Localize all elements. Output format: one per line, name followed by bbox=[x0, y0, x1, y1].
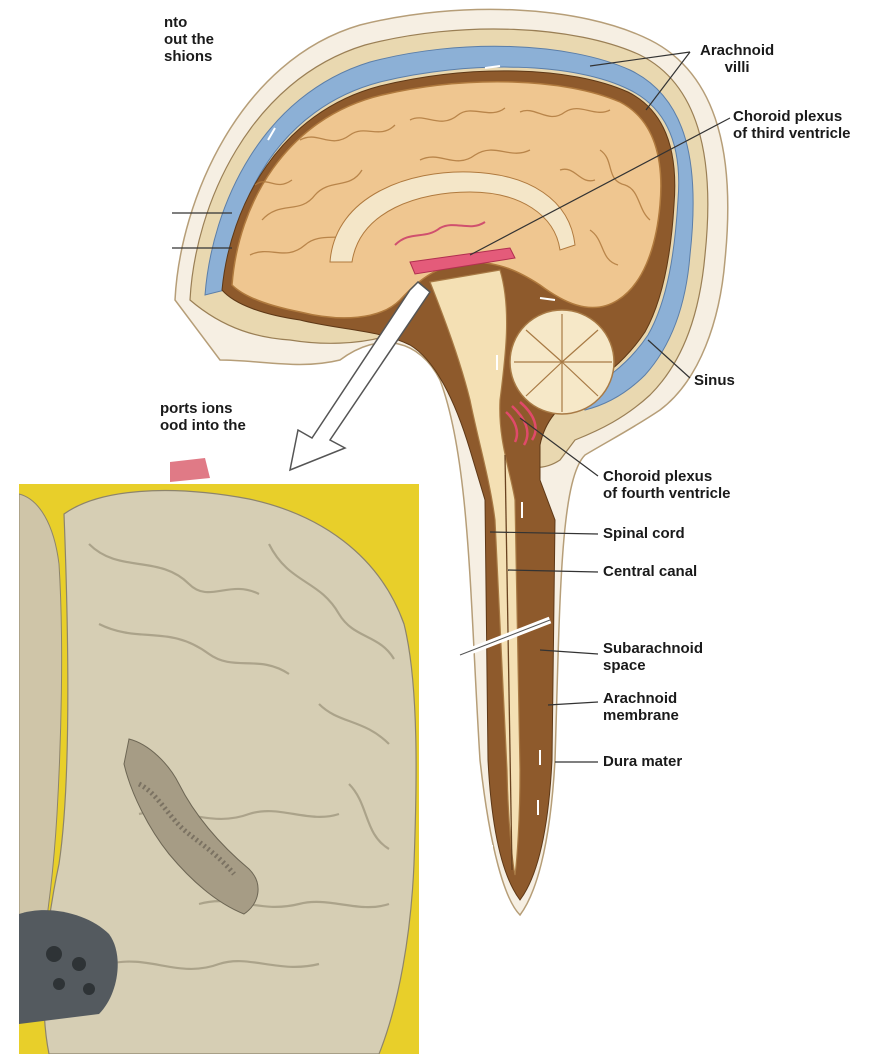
label-choroid-plexus-fourth: Choroid plexus of fourth ventricle bbox=[603, 468, 731, 502]
choroid-third-line-1: Choroid plexus bbox=[733, 108, 851, 125]
cropped-line-2: out the bbox=[164, 31, 214, 48]
brain-section-photo bbox=[19, 484, 419, 1054]
arachnoid-villi-line-1: Arachnoid bbox=[700, 42, 774, 59]
dura-mater-line-1: Dura mater bbox=[603, 753, 682, 770]
label-dura-mater: Dura mater bbox=[603, 753, 682, 770]
arachnoid-membrane-line-2: membrane bbox=[603, 707, 679, 724]
label-sinus: Sinus bbox=[694, 372, 735, 389]
choroid-fourth-line-2: of fourth ventricle bbox=[603, 485, 731, 502]
label-top-left-cropped: nto out the shions bbox=[164, 14, 214, 65]
cropped-line-4: ports ions bbox=[160, 400, 246, 417]
label-mid-left-cropped: ports ions ood into the bbox=[160, 400, 246, 434]
spinal-cord-line-1: Spinal cord bbox=[603, 525, 685, 542]
subarachnoid-line-2: space bbox=[603, 657, 703, 674]
sinus-line-1: Sinus bbox=[694, 372, 735, 389]
cropped-line-1: nto bbox=[164, 14, 214, 31]
cropped-line-5: ood into the bbox=[160, 417, 246, 434]
label-arachnoid-villi: Arachnoid villi bbox=[700, 42, 774, 76]
arachnoid-villi-line-2: villi bbox=[700, 59, 774, 76]
brain-section-photo-svg bbox=[19, 484, 419, 1054]
label-arachnoid-membrane: Arachnoid membrane bbox=[603, 690, 679, 724]
central-canal-line-1: Central canal bbox=[603, 563, 697, 580]
arachnoid-membrane-line-1: Arachnoid bbox=[603, 690, 679, 707]
label-spinal-cord: Spinal cord bbox=[603, 525, 685, 542]
label-central-canal: Central canal bbox=[603, 563, 697, 580]
choroid-fourth-line-1: Choroid plexus bbox=[603, 468, 731, 485]
choroid-third-line-2: of third ventricle bbox=[733, 125, 851, 142]
label-subarachnoid-space: Subarachnoid space bbox=[603, 640, 703, 674]
cropped-line-3: shions bbox=[164, 48, 214, 65]
pink-fragment bbox=[170, 458, 210, 482]
label-choroid-plexus-third: Choroid plexus of third ventricle bbox=[733, 108, 851, 142]
subarachnoid-line-1: Subarachnoid bbox=[603, 640, 703, 657]
